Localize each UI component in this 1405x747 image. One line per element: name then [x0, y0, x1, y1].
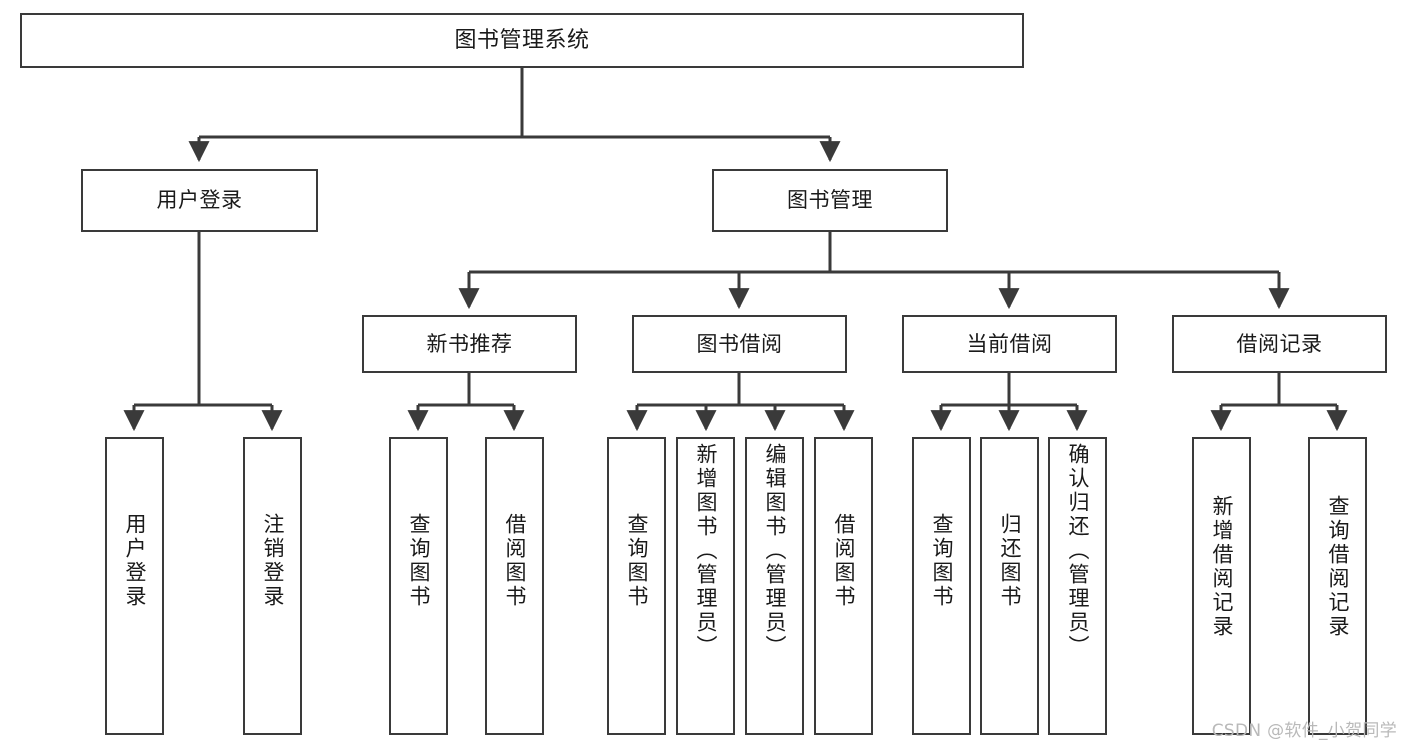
leaf-logout[interactable]: 注销登录: [243, 437, 302, 735]
leaf-query-borrow-record[interactable]: 查询借阅记录: [1308, 437, 1367, 735]
node-root-book-management-system[interactable]: 图书管理系统: [20, 13, 1024, 68]
leaf-add-book-admin[interactable]: 新增图书（管理员）: [676, 437, 735, 735]
node-label: 查询借阅记录: [1326, 495, 1350, 639]
node-label: 新书推荐: [426, 331, 513, 356]
node-new-book-recommendation[interactable]: 新书推荐: [362, 315, 577, 373]
node-label: 借阅图书: [503, 513, 527, 609]
node-user-login[interactable]: 用户登录: [81, 169, 318, 232]
node-current-borrowing[interactable]: 当前借阅: [902, 315, 1117, 373]
node-label: 新增图书（管理员）: [694, 443, 718, 659]
node-label: 查询图书: [625, 513, 649, 609]
node-book-management[interactable]: 图书管理: [712, 169, 948, 232]
node-label: 注销登录: [261, 513, 285, 609]
node-label: 编辑图书（管理员）: [763, 443, 787, 659]
leaf-borrow-book-borrow[interactable]: 借阅图书: [814, 437, 873, 735]
node-label: 查询图书: [407, 513, 431, 609]
leaf-query-book-rec[interactable]: 查询图书: [389, 437, 448, 735]
node-label: 当前借阅: [966, 331, 1053, 356]
node-label: 确认归还（管理员）: [1066, 443, 1090, 659]
node-label: 归还图书: [998, 513, 1022, 609]
node-label: 图书借阅: [696, 331, 783, 356]
node-label: 借阅记录: [1236, 331, 1323, 356]
node-label: 借阅图书: [832, 513, 856, 609]
leaf-add-borrow-record[interactable]: 新增借阅记录: [1192, 437, 1251, 735]
node-label: 图书管理系统: [454, 27, 590, 53]
node-label: 用户登录: [123, 513, 147, 609]
node-label: 用户登录: [156, 188, 243, 213]
leaf-edit-book-admin[interactable]: 编辑图书（管理员）: [745, 437, 804, 735]
leaf-return-book[interactable]: 归还图书: [980, 437, 1039, 735]
leaf-query-book-current[interactable]: 查询图书: [912, 437, 971, 735]
node-label: 新增借阅记录: [1210, 495, 1234, 639]
node-label: 图书管理: [787, 188, 873, 213]
node-borrowing-records[interactable]: 借阅记录: [1172, 315, 1387, 373]
leaf-borrow-book-rec[interactable]: 借阅图书: [485, 437, 544, 735]
leaf-user-login[interactable]: 用户登录: [105, 437, 164, 735]
leaf-confirm-return-admin[interactable]: 确认归还（管理员）: [1048, 437, 1107, 735]
leaf-query-book-borrow[interactable]: 查询图书: [607, 437, 666, 735]
csdn-watermark: CSDN @软件_小贺同学: [1211, 721, 1397, 741]
node-book-borrowing[interactable]: 图书借阅: [632, 315, 847, 373]
node-label: 查询图书: [930, 513, 954, 609]
